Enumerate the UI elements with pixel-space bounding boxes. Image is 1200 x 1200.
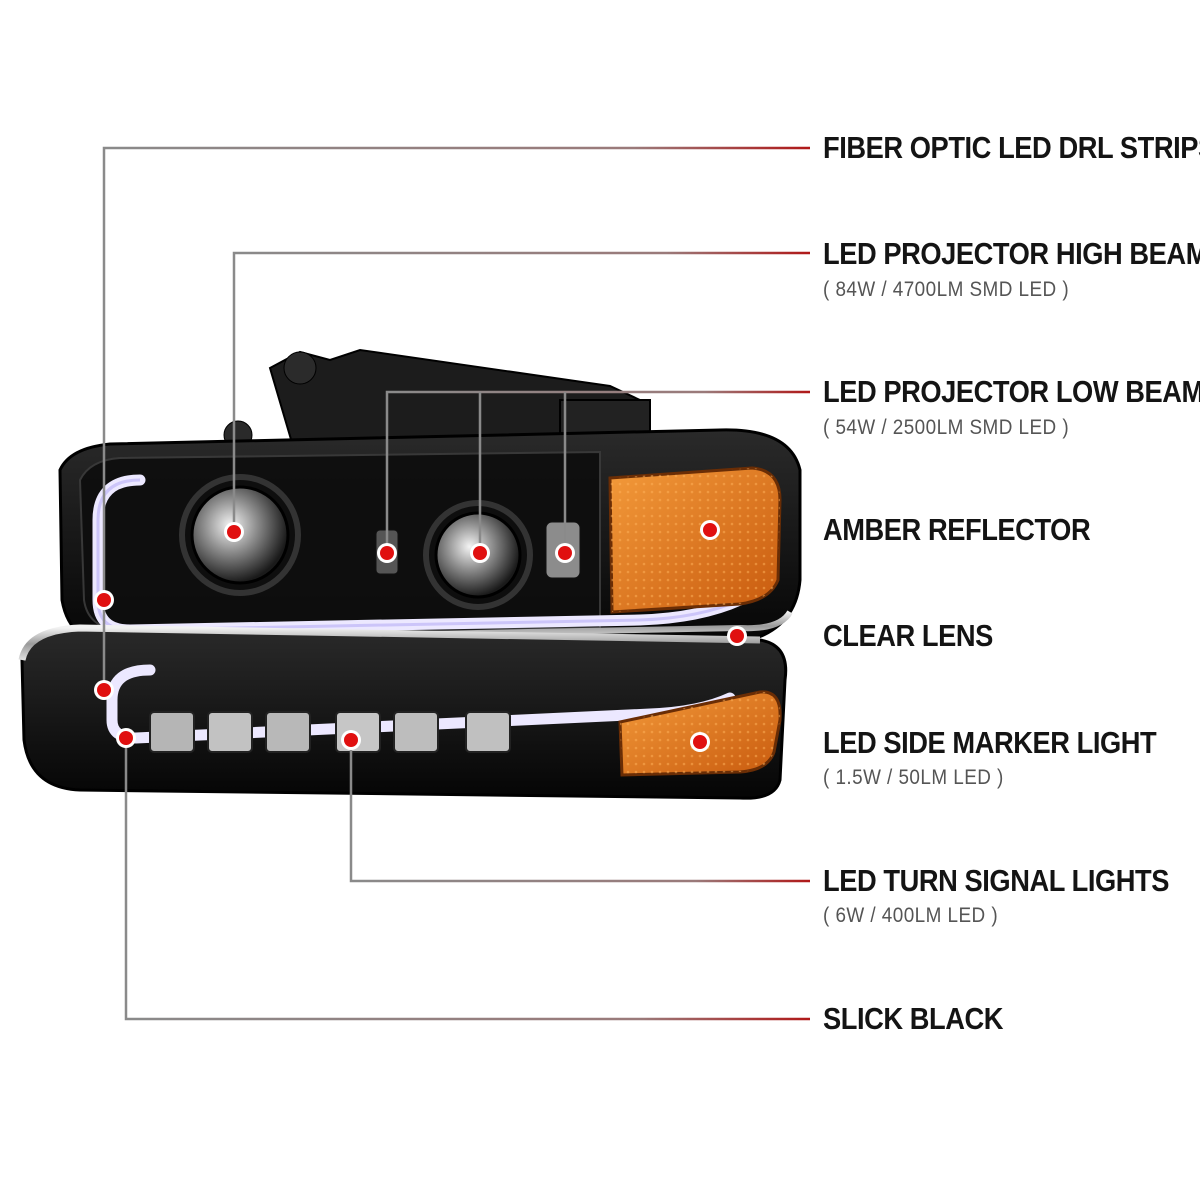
callout-dot-low-beam-right bbox=[555, 543, 575, 563]
callout-dot-high-beam bbox=[224, 522, 244, 542]
turn-signal-cell bbox=[207, 711, 253, 753]
feature-title-clear-lens: CLEAR LENS bbox=[823, 618, 993, 653]
turn-signal-cell bbox=[265, 711, 311, 753]
callout-dot-turn-signal bbox=[341, 730, 361, 750]
feature-title-slick-black: SLICK BLACK bbox=[823, 1001, 1004, 1036]
callout-dot-fiber-optic-drl-lower bbox=[94, 680, 114, 700]
leader-fiber-optic-drl bbox=[102, 146, 810, 600]
leader-lines bbox=[102, 146, 810, 1021]
turn-signal-cell bbox=[465, 711, 511, 753]
clear-lens-surface bbox=[78, 450, 601, 632]
low-beam-bezel bbox=[423, 500, 533, 610]
leader-low-beam bbox=[385, 390, 810, 553]
feature-title-projector-high-beam: LED PROJECTOR HIGH BEAM bbox=[823, 236, 1200, 271]
bumper-chrome-rim bbox=[18, 624, 761, 661]
feature-title-amber-reflector: AMBER REFLECTOR bbox=[823, 512, 1091, 547]
callout-dot-low-beam-center bbox=[470, 543, 490, 563]
amber-reflector-texture bbox=[610, 468, 780, 612]
callout-dot-low-beam-left bbox=[377, 543, 397, 563]
feature-spec-side-marker: ( 1.5W / 50LM LED ) bbox=[823, 766, 1004, 789]
turn-signal-cells bbox=[149, 711, 511, 753]
turn-signal-cell bbox=[393, 711, 439, 753]
callout-dot-side-marker bbox=[690, 732, 710, 752]
leader-turn-signal bbox=[349, 740, 810, 883]
callout-dot-fiber-optic-drl bbox=[94, 590, 114, 610]
callout-dot-slick-black bbox=[116, 728, 136, 748]
callout-dots bbox=[94, 520, 747, 752]
feature-title-fiber-optic-drl: FIBER OPTIC LED DRL STRIPS bbox=[823, 130, 1200, 165]
high-beam-bezel bbox=[179, 474, 301, 596]
feature-title-projector-low-beam: LED PROJECTOR LOW BEAM bbox=[823, 374, 1200, 409]
feature-title-side-marker: LED SIDE MARKER LIGHT bbox=[823, 725, 1157, 760]
feature-title-turn-signal: LED TURN SIGNAL LIGHTS bbox=[823, 863, 1169, 898]
headlight-assembly bbox=[18, 348, 802, 800]
callout-dot-amber-reflector bbox=[700, 520, 720, 540]
feature-spec-projector-high-beam: ( 84W / 4700LM SMD LED ) bbox=[823, 278, 1070, 301]
callout-dot-clear-lens bbox=[727, 626, 747, 646]
adjuster-post bbox=[283, 351, 317, 385]
leader-slick-black bbox=[124, 738, 810, 1021]
leader-high-beam bbox=[232, 251, 810, 532]
feature-spec-turn-signal: ( 6W / 400LM LED ) bbox=[823, 904, 999, 927]
turn-signal-cell bbox=[149, 711, 195, 753]
feature-spec-projector-low-beam: ( 54W / 2500LM SMD LED ) bbox=[823, 416, 1070, 439]
